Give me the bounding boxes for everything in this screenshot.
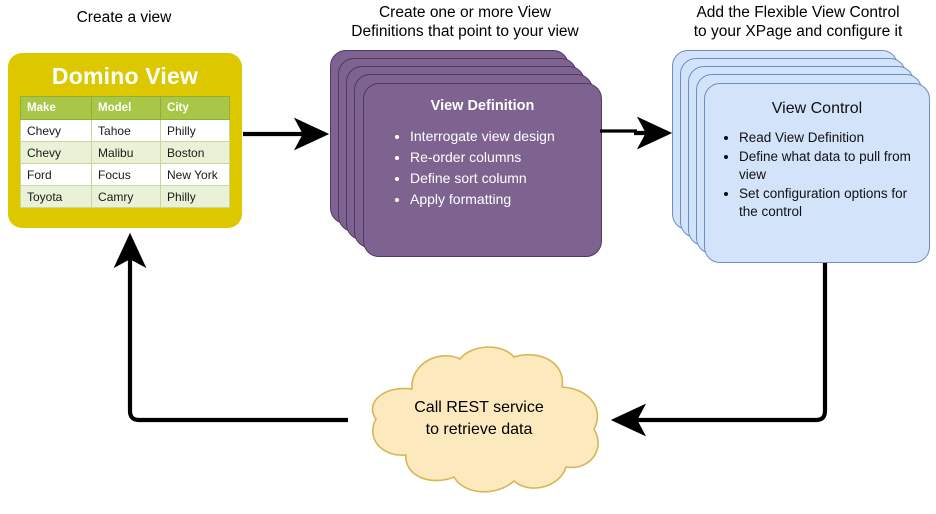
bullet-item: Read View Definition — [739, 129, 921, 147]
cell-city: Philly — [160, 185, 230, 208]
cell-model: Camry — [91, 185, 162, 208]
column-header-model: Model — [91, 96, 162, 120]
table-header-row: Make Model City — [19, 96, 230, 120]
caption-add-flexible-view-control: Add the Flexible View Control to your XP… — [693, 4, 903, 40]
view-definition-sheet-front[interactable]: View Definition Interrogate view design … — [363, 83, 602, 257]
cell-make: Chevy — [19, 119, 93, 142]
cell-city: New York — [160, 163, 230, 186]
bullet-item: Set configuration options for the contro… — [739, 185, 921, 221]
cell-city: Boston — [160, 141, 230, 164]
view-definition-node[interactable]: View Definition Interrogate view design … — [330, 50, 602, 257]
table-row: Chevy Tahoe Philly — [19, 119, 230, 142]
view-control-sheet-front[interactable]: View Control Read View Definition Define… — [704, 83, 930, 263]
cell-model: Focus — [91, 163, 162, 186]
bullet-item: Re-order columns — [410, 147, 601, 167]
bullet-item: Apply formatting — [410, 189, 601, 209]
view-control-title: View Control — [771, 100, 863, 117]
domino-view-table-wrapper: Make Model City Chevy Tahoe Philly Chevy… — [19, 96, 230, 208]
table-row: Toyota Camry Philly — [19, 185, 230, 208]
bullet-item: Interrogate view design — [410, 126, 601, 146]
arrow-view-definition-to-view-control — [600, 116, 673, 150]
table-row: Ford Focus New York — [19, 163, 230, 186]
view-definition-title: View Definition — [430, 98, 535, 114]
cell-make: Chevy — [19, 141, 93, 164]
bullet-item: Define sort column — [410, 168, 601, 188]
view-control-bullet-list: Read View Definition Define what data to… — [705, 129, 929, 222]
view-control-node[interactable]: View Control Read View Definition Define… — [672, 50, 930, 263]
domino-view-node[interactable]: Domino View Make Model City Chevy Tahoe … — [8, 53, 242, 228]
caption-create-view-definitions: Create one or more View Definitions that… — [351, 4, 579, 40]
domino-view-table: Make Model City Chevy Tahoe Philly Chevy… — [19, 96, 230, 208]
cell-city: Philly — [160, 119, 230, 142]
column-header-make: Make — [19, 96, 93, 120]
bullet-item: Define what data to pull from view — [739, 148, 921, 184]
cloud-shape-icon — [371, 346, 599, 493]
arrow-cloud-to-domino-view — [113, 232, 348, 423]
domino-view-title: Domino View — [51, 63, 199, 89]
cell-model: Malibu — [91, 141, 162, 164]
arrow-view-control-to-cloud — [610, 263, 828, 437]
table-row: Chevy Malibu Boston — [19, 141, 230, 164]
cell-make: Toyota — [19, 185, 93, 208]
caption-create-a-view: Create a view — [76, 9, 172, 26]
view-definition-bullet-list: Interrogate view design Re-order columns… — [364, 126, 601, 210]
column-header-city: City — [160, 96, 230, 120]
